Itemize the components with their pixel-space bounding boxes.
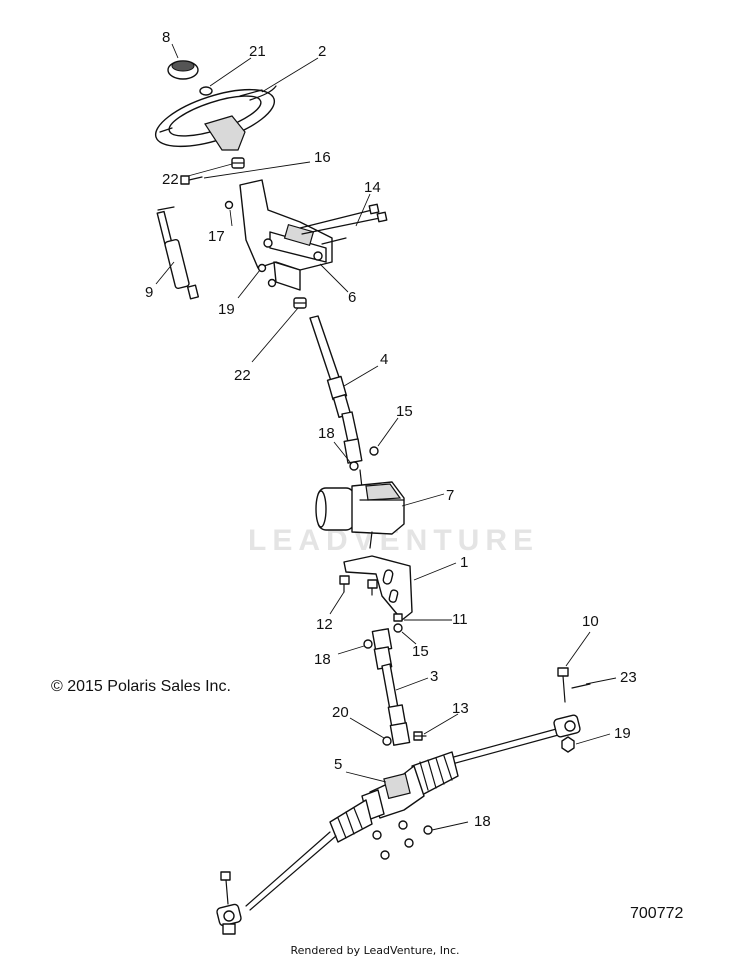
part-7-power-steering-unit[interactable] xyxy=(315,469,405,549)
callout-9: 9 xyxy=(145,284,153,301)
part-15-bolt-upper[interactable] xyxy=(369,446,379,456)
part-21-nut[interactable] xyxy=(199,86,213,96)
part-3-lower-steering-shaft[interactable] xyxy=(371,628,411,746)
callout-22-lower: 22 xyxy=(234,367,251,384)
callout-3: 3 xyxy=(430,668,438,685)
part-11-bolt[interactable] xyxy=(393,613,403,622)
callout-12: 12 xyxy=(316,616,333,633)
part-18-nut-middle[interactable] xyxy=(363,639,373,649)
part-22-bushing-upper[interactable] xyxy=(231,157,245,169)
part-15-bolt-lower[interactable] xyxy=(393,623,403,633)
copyright-notice: © 2015 Polaris Sales Inc. xyxy=(51,678,231,695)
callout-23: 23 xyxy=(620,669,637,686)
callout-17: 17 xyxy=(208,228,225,245)
callout-10: 10 xyxy=(582,613,599,630)
callout-15-upper: 15 xyxy=(396,403,413,420)
callout-19-upper: 19 xyxy=(218,301,235,318)
part-4-upper-steering-shaft[interactable] xyxy=(309,315,363,464)
callout-6: 6 xyxy=(348,289,356,306)
callout-16: 16 xyxy=(314,149,331,166)
part-16-bolt[interactable] xyxy=(180,175,203,185)
callout-11: 11 xyxy=(452,611,468,628)
part-13-bolt[interactable] xyxy=(413,731,427,741)
callout-8: 8 xyxy=(162,29,170,46)
callout-20: 20 xyxy=(332,704,349,721)
part-18-nuts-lower[interactable] xyxy=(372,820,433,860)
callout-18-middle: 18 xyxy=(314,651,331,668)
part-10-bolt[interactable] xyxy=(557,667,569,703)
callout-2: 2 xyxy=(318,43,326,60)
part-14-long-bolts[interactable] xyxy=(299,203,388,245)
part-19-nut-lower[interactable] xyxy=(561,736,575,753)
part-22-bushing-lower[interactable] xyxy=(293,297,307,309)
part-1-mounting-bracket[interactable] xyxy=(343,555,413,621)
part-20-nut[interactable] xyxy=(382,736,392,746)
callout-4: 4 xyxy=(380,351,388,368)
part-8-center-cap[interactable] xyxy=(167,60,199,80)
callout-5: 5 xyxy=(334,756,342,773)
callout-21: 21 xyxy=(249,43,266,60)
part-6-tilt-bracket[interactable] xyxy=(239,179,333,291)
part-23-cotter-pin[interactable] xyxy=(571,683,591,689)
callout-19-lower: 19 xyxy=(614,725,631,742)
part-2-steering-wheel[interactable] xyxy=(149,78,281,158)
callout-7: 7 xyxy=(446,487,454,504)
callout-15-lower: 15 xyxy=(412,643,429,660)
part-5-steering-rack[interactable] xyxy=(216,714,581,935)
rendered-by-credit: Rendered by LeadVenture, Inc. xyxy=(290,944,460,957)
callout-22-upper: 22 xyxy=(162,171,179,188)
part-12-bolts[interactable] xyxy=(339,575,378,596)
part-9-tilt-gas-strut[interactable] xyxy=(156,206,200,300)
callout-18-upper: 18 xyxy=(318,425,335,442)
diagram-number: 700772 xyxy=(630,905,684,922)
leader-lines xyxy=(155,43,617,831)
part-19-nuts-upper[interactable] xyxy=(257,263,277,288)
callouts: 8 21 2 22 16 14 17 9 19 6 22 4 15 18 7 1… xyxy=(145,29,637,830)
callout-18-lower: 18 xyxy=(474,813,491,830)
part-18-nut-upper[interactable] xyxy=(349,461,359,471)
part-17-nut[interactable] xyxy=(224,200,234,210)
callout-14: 14 xyxy=(364,179,381,196)
callout-13: 13 xyxy=(452,700,469,717)
callout-1: 1 xyxy=(460,554,468,571)
